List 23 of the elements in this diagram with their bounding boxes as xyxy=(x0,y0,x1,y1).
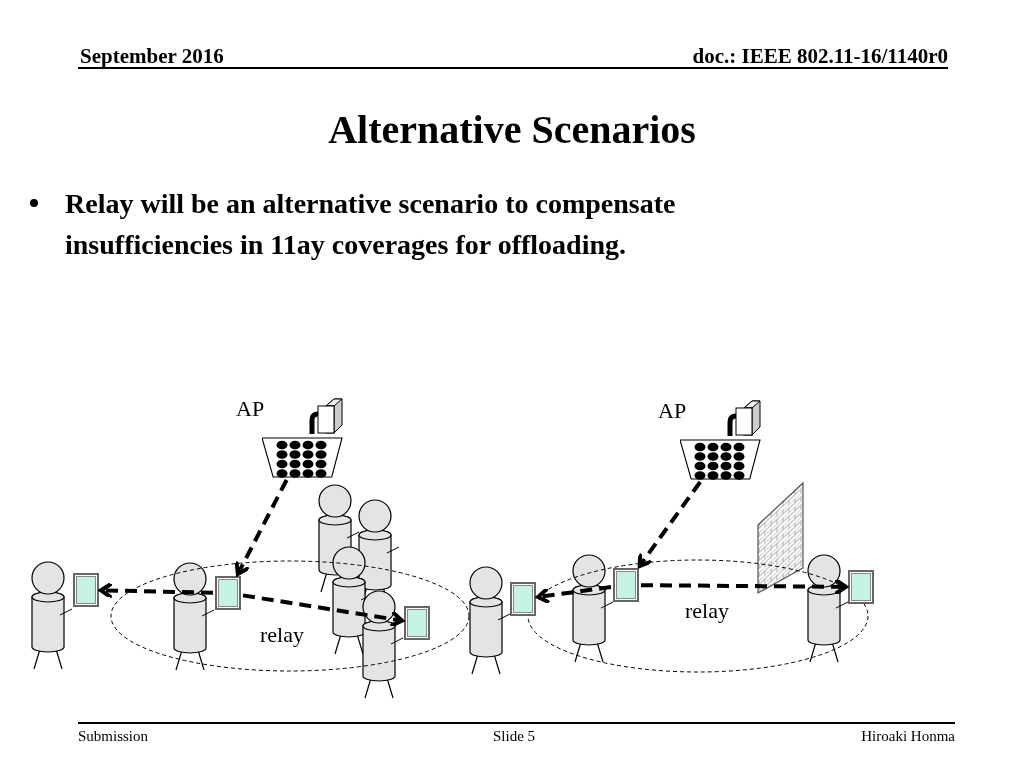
dashed-arrow xyxy=(242,593,404,628)
tablet xyxy=(73,573,99,607)
tablet xyxy=(404,606,430,640)
dashed-arrow xyxy=(99,582,214,599)
header-date: September 2016 xyxy=(80,44,224,69)
author-name: Hiroaki Honma xyxy=(861,728,955,745)
access-point: AP xyxy=(658,400,762,484)
footer-text: Submission xyxy=(78,728,149,745)
slide-number: Slide 5 xyxy=(493,728,536,745)
tablet xyxy=(510,582,536,616)
tablet xyxy=(613,568,639,602)
slide-title: Alternative Scenarios xyxy=(327,106,697,153)
dashed-arrow xyxy=(637,480,702,568)
access-point: AP xyxy=(236,398,344,480)
dashed-arrow xyxy=(641,578,848,595)
tablet xyxy=(848,570,874,604)
bullet-text: Relay will be an alternative scenario to compensate insufficiencies in 11ay coverages for offloading. xyxy=(65,187,677,262)
document-number: doc.: IEEE 802.11-16/1140r0 xyxy=(692,44,948,69)
tablet xyxy=(215,576,241,610)
dashed-arrow xyxy=(536,585,612,604)
zone-label: relay xyxy=(260,622,304,648)
dashed-arrow xyxy=(234,479,289,576)
zone-label: relay xyxy=(685,598,729,624)
